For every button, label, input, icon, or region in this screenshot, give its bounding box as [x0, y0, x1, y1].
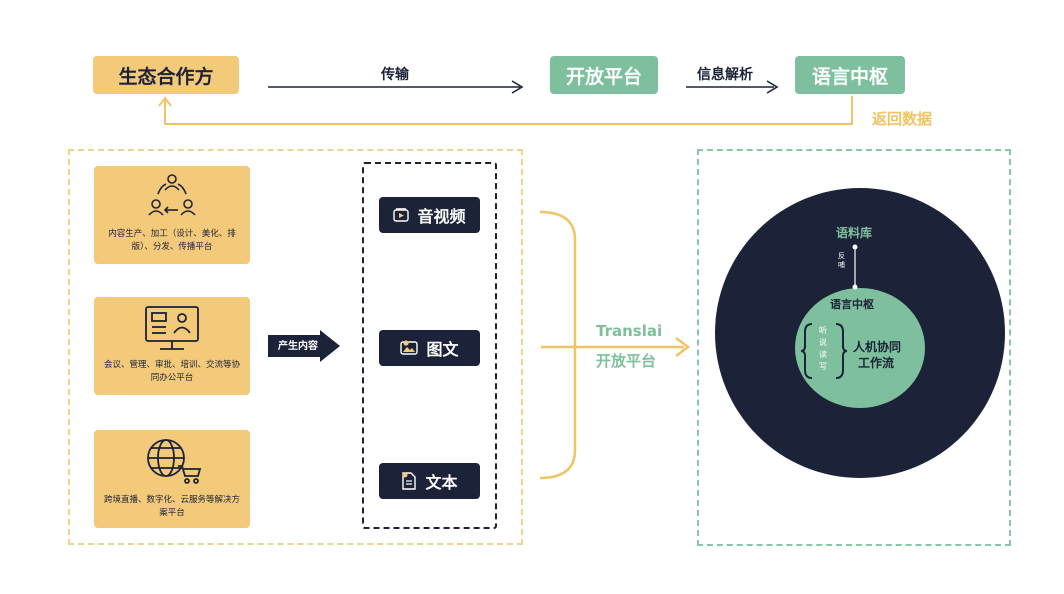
monitor-user-icon	[94, 303, 250, 353]
produce-content-arrow	[268, 330, 340, 362]
workflow-label-2: 工作流	[858, 356, 895, 370]
merge-bracket	[539, 210, 691, 480]
language-hub-circle	[795, 288, 925, 408]
hub-label: 语言中枢	[830, 298, 874, 311]
content-chip-label: 音视频	[417, 207, 466, 226]
content-chip-label: 文本	[425, 473, 458, 492]
translai-label: Translai	[596, 322, 663, 340]
open-platform-box: 开放平台	[550, 56, 658, 94]
feedback-connector	[852, 244, 858, 290]
content-chip-text: 文本	[379, 463, 480, 499]
workflow-label-1: 人机协同	[853, 340, 902, 354]
open-platform-label: 开放平台	[565, 65, 642, 88]
image-icon	[400, 340, 419, 355]
ecosystem-label: 生态合作方	[118, 65, 214, 88]
source-card-content: 内容生产、加工（设计、美化、排版）、分发、传播平台	[94, 166, 250, 264]
document-icon	[402, 472, 417, 490]
video-icon	[393, 208, 410, 222]
return-data-label: 返回数据	[872, 110, 933, 128]
skills-brace	[800, 323, 848, 379]
language-hub-region	[697, 149, 1011, 546]
content-chip-image-text: 图文	[379, 330, 480, 366]
skills-label: 听说读写	[819, 326, 827, 371]
parse-label: 信息解析	[697, 67, 753, 83]
content-chip-video: 音视频	[379, 197, 480, 233]
parse-arrow	[686, 80, 779, 94]
source-card-solution: 跨境直播、数字化、云服务等解决方案平台	[94, 430, 250, 528]
language-hub-box: 语言中枢	[795, 56, 905, 94]
content-types-column	[362, 162, 497, 529]
feedback-label: 反哺	[838, 252, 845, 269]
source-card-text: 会议、管理、审批、培训、交流等协同办公平台	[103, 360, 240, 383]
translai-platform-label: 开放平台	[596, 352, 657, 370]
return-arrow	[158, 96, 853, 125]
content-chip-label: 图文	[426, 340, 459, 359]
corpus-label: 语料库	[836, 226, 873, 240]
language-hub-label: 语言中枢	[811, 65, 888, 88]
transmit-arrow	[268, 80, 524, 94]
source-card-office: 会议、管理、审批、培训、交流等协同办公平台	[94, 297, 250, 395]
produce-content-label: 产生内容	[278, 341, 318, 352]
ecosystem-partner-box: 生态合作方	[93, 56, 239, 94]
people-cycle-icon	[94, 172, 250, 220]
transmit-label: 传输	[381, 67, 409, 83]
source-platforms-region	[68, 149, 523, 545]
globe-cart-icon	[94, 436, 250, 486]
source-card-text: 内容生产、加工（设计、美化、排版）、分发、传播平台	[108, 229, 236, 252]
source-card-text: 跨境直播、数字化、云服务等解决方案平台	[103, 495, 240, 518]
